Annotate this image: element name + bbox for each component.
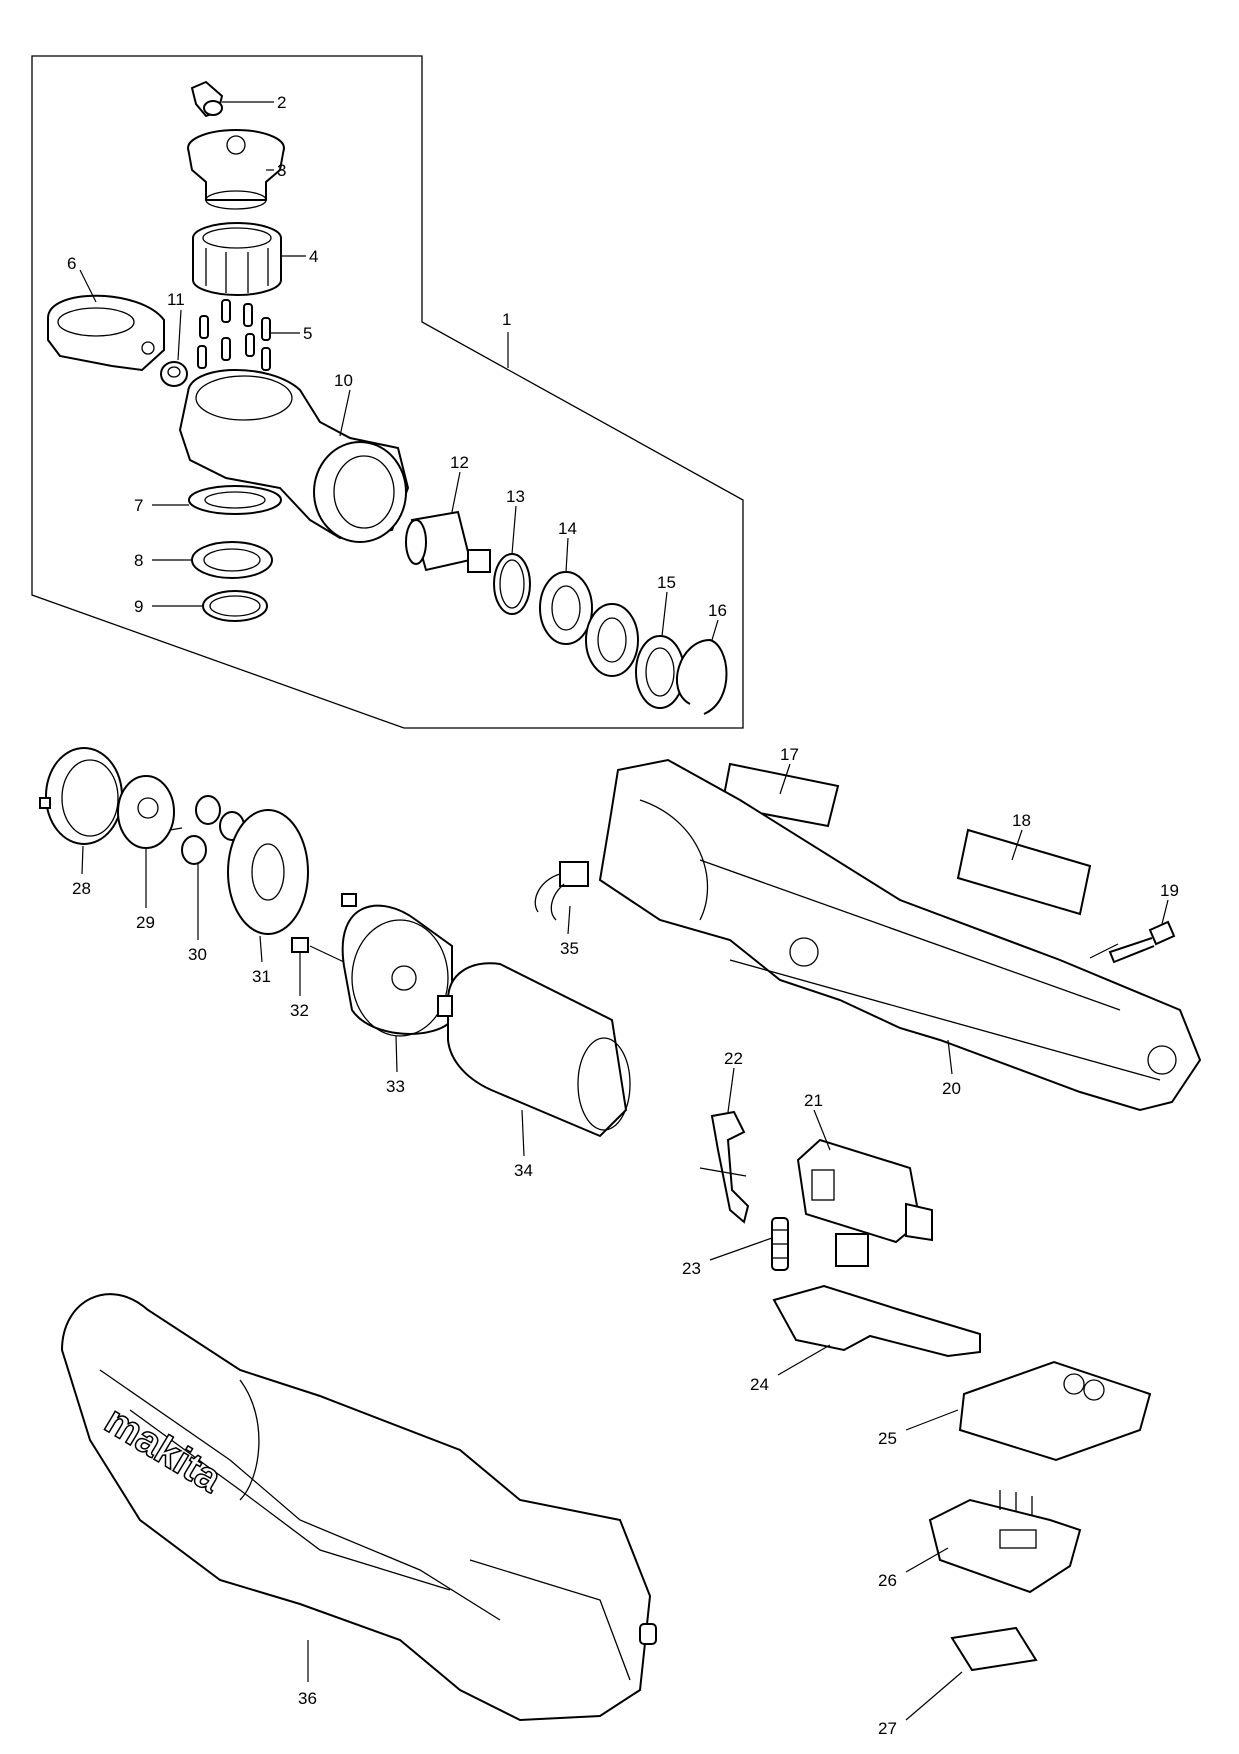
part-11-drawing [160, 361, 188, 387]
callout-35: 35 [560, 939, 579, 958]
part-19-drawing [1108, 920, 1176, 964]
part-5-drawing [197, 299, 271, 371]
callout-13: 13 [506, 487, 525, 506]
callout-3: 3 [277, 161, 286, 180]
part-28-drawing [39, 747, 123, 845]
callout-4: 4 [309, 247, 318, 266]
part-8-drawing [191, 541, 273, 579]
part-18-drawing [956, 828, 1092, 916]
callout-22: 22 [724, 1049, 743, 1068]
callout-2: 2 [277, 93, 286, 112]
callout-31: 31 [252, 967, 271, 986]
callout-36: 36 [298, 1689, 317, 1708]
callout-14: 14 [558, 519, 577, 538]
part-25-drawing [958, 1360, 1152, 1462]
callout-7: 7 [134, 496, 143, 515]
callout-34: 34 [514, 1161, 533, 1180]
callout-28: 28 [72, 879, 91, 898]
callout-6: 6 [67, 254, 76, 273]
part-12-drawing [405, 510, 491, 573]
part-23-drawing [771, 1217, 789, 1271]
part-3-drawing [187, 129, 285, 210]
callout-20: 20 [942, 1079, 961, 1098]
callout-5: 5 [303, 324, 312, 343]
callout-33: 33 [386, 1077, 405, 1096]
callout-25: 25 [878, 1429, 897, 1448]
callout-11: 11 [167, 290, 185, 309]
callout-32: 32 [290, 1001, 309, 1020]
callout-8: 8 [134, 551, 143, 570]
part-36-drawing [60, 1293, 657, 1722]
part-14-drawing [539, 571, 639, 677]
leader-lines [79, 101, 1169, 1721]
callout-12: 12 [450, 453, 469, 472]
part-21-drawing [796, 1138, 933, 1267]
callout-21: 21 [804, 1091, 823, 1110]
part-7-drawing [188, 485, 282, 515]
callout-9: 9 [134, 597, 143, 616]
callout-16: 16 [708, 601, 727, 620]
part-33-drawing [341, 904, 453, 1037]
part-9-drawing [202, 590, 268, 622]
part-20-drawing [598, 758, 1202, 1112]
callout-18: 18 [1012, 811, 1031, 830]
callout-10: 10 [334, 371, 353, 390]
part-6-drawing [47, 294, 165, 372]
callout-1: 1 [502, 310, 511, 329]
callout-15: 15 [657, 573, 676, 592]
callout-17: 17 [780, 745, 799, 764]
callout-24: 24 [750, 1375, 769, 1394]
part-31-drawing [227, 809, 309, 935]
part-2-drawing [190, 80, 224, 118]
part-32-drawing [291, 893, 357, 953]
part-35-drawing [534, 861, 589, 921]
part-26-drawing [928, 1490, 1082, 1594]
part-10-drawing [178, 369, 410, 543]
callout-27: 27 [878, 1719, 897, 1738]
part-13-drawing [493, 553, 531, 615]
part-16-drawing [675, 638, 728, 715]
part-22-drawing [699, 1110, 750, 1224]
assembly-frame [31, 55, 744, 729]
callout-30: 30 [188, 945, 207, 964]
part-24-drawing [772, 1284, 981, 1358]
part-4-drawing [192, 222, 282, 296]
callout-23: 23 [682, 1259, 701, 1278]
part-27-drawing [950, 1626, 1038, 1672]
part-34-drawing [437, 962, 631, 1138]
callout-19: 19 [1160, 881, 1179, 900]
callout-labels: 1 2 3 4 5 6 7 8 9 10 11 12 13 14 15 16 1… [67, 93, 1179, 1738]
part-29-drawing [117, 775, 183, 849]
callout-29: 29 [136, 913, 155, 932]
callout-26: 26 [878, 1571, 897, 1590]
